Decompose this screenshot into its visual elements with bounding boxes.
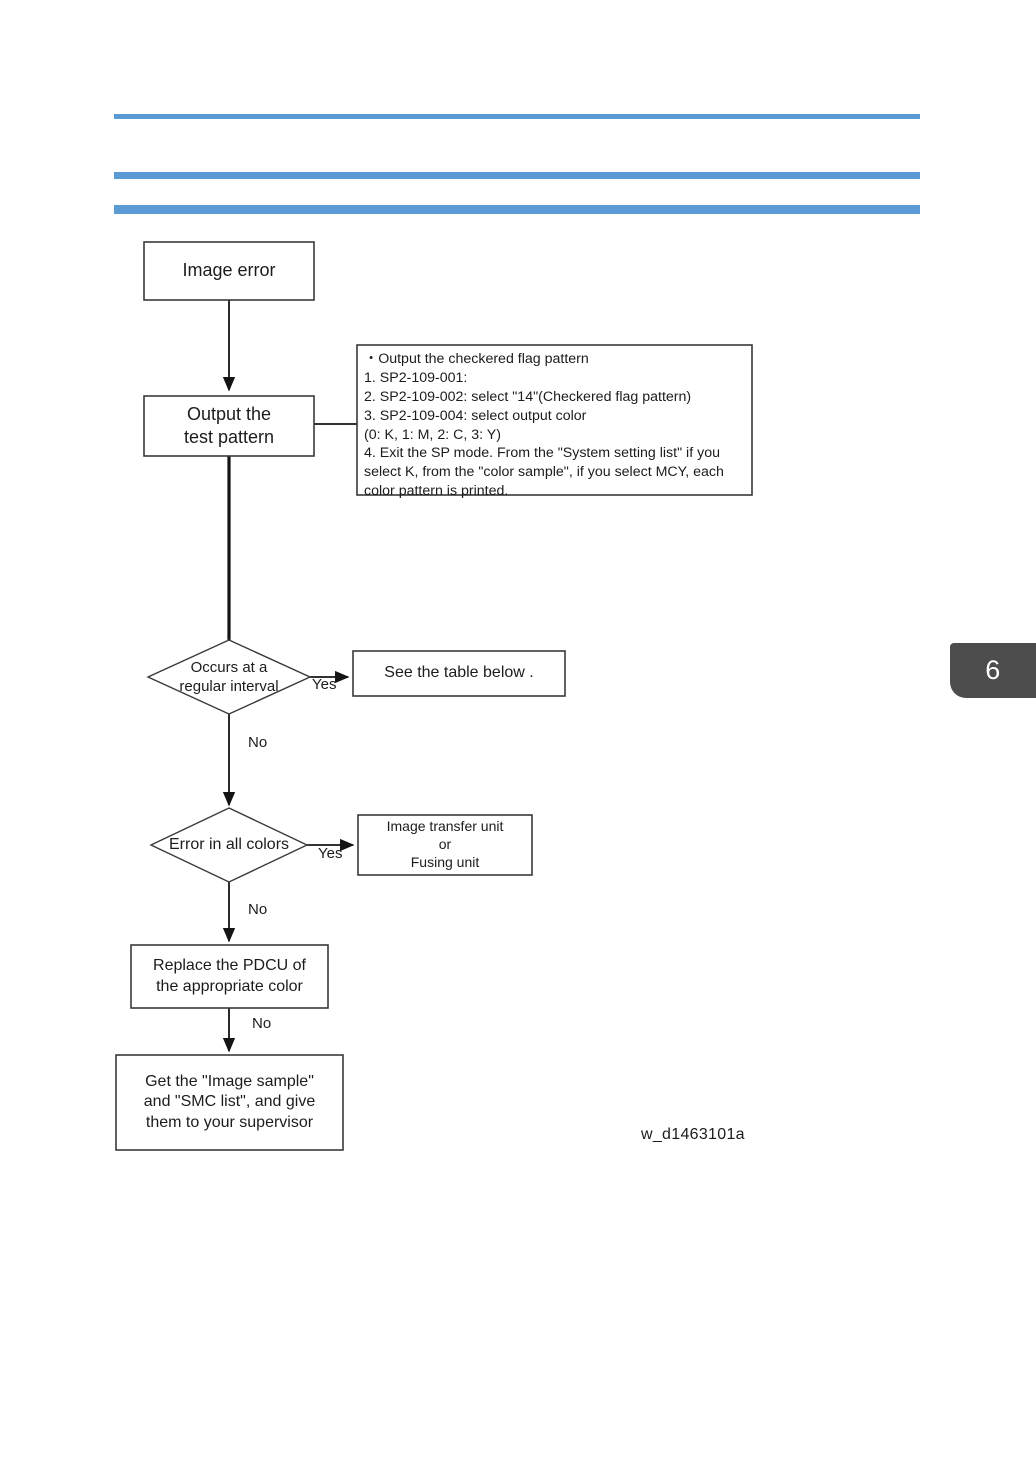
node-output-test-pattern-shape [143,395,315,457]
node-transfer-or-fusing-label: Image transfer unit or Fusing unit [386,818,504,870]
node-replace-pdcu-shape [130,944,329,1009]
node-annotation-label: ・Output the checkered flag pattern 1. SP… [364,351,724,500]
node-start-shape [143,241,315,301]
node-annotation-shape [356,344,753,496]
edge-label-interval-yes: Yes [312,676,337,693]
node-decision-interval-label: Occurs at a regular interval [179,658,279,695]
node-escalate-shape [115,1054,344,1151]
chapter-tab: 6 [950,643,1036,698]
node-decision-all-colors-label: Error in all colors [168,835,290,853]
node-see-table-label: See the table below . [384,664,534,682]
edge-label-pdcu-no: No [252,1015,272,1032]
node-transfer-or-fusing-shape [357,814,533,876]
node-start-label: Image error [182,260,276,281]
edge-label-interval-no: No [248,734,268,751]
node-decision-interval-shape [146,639,312,715]
header-rule-top [114,114,920,119]
node-output-test-pattern-label: Output the test pattern [183,403,275,447]
edge-label-all-colors-yes: Yes [318,845,343,862]
node-decision-all-colors-shape [149,807,309,883]
header-rule-middle [114,172,920,179]
edge-label-all-colors-no: No [248,901,268,918]
figure-identifier: w_d1463101a [641,1126,745,1143]
header-rule-bottom [114,205,920,214]
node-replace-pdcu-label: Replace the PDCU of the appropriate colo… [153,957,306,995]
node-escalate-label: Get the "Image sample" and "SMC list", a… [143,1072,316,1131]
node-see-table-shape [352,650,566,697]
